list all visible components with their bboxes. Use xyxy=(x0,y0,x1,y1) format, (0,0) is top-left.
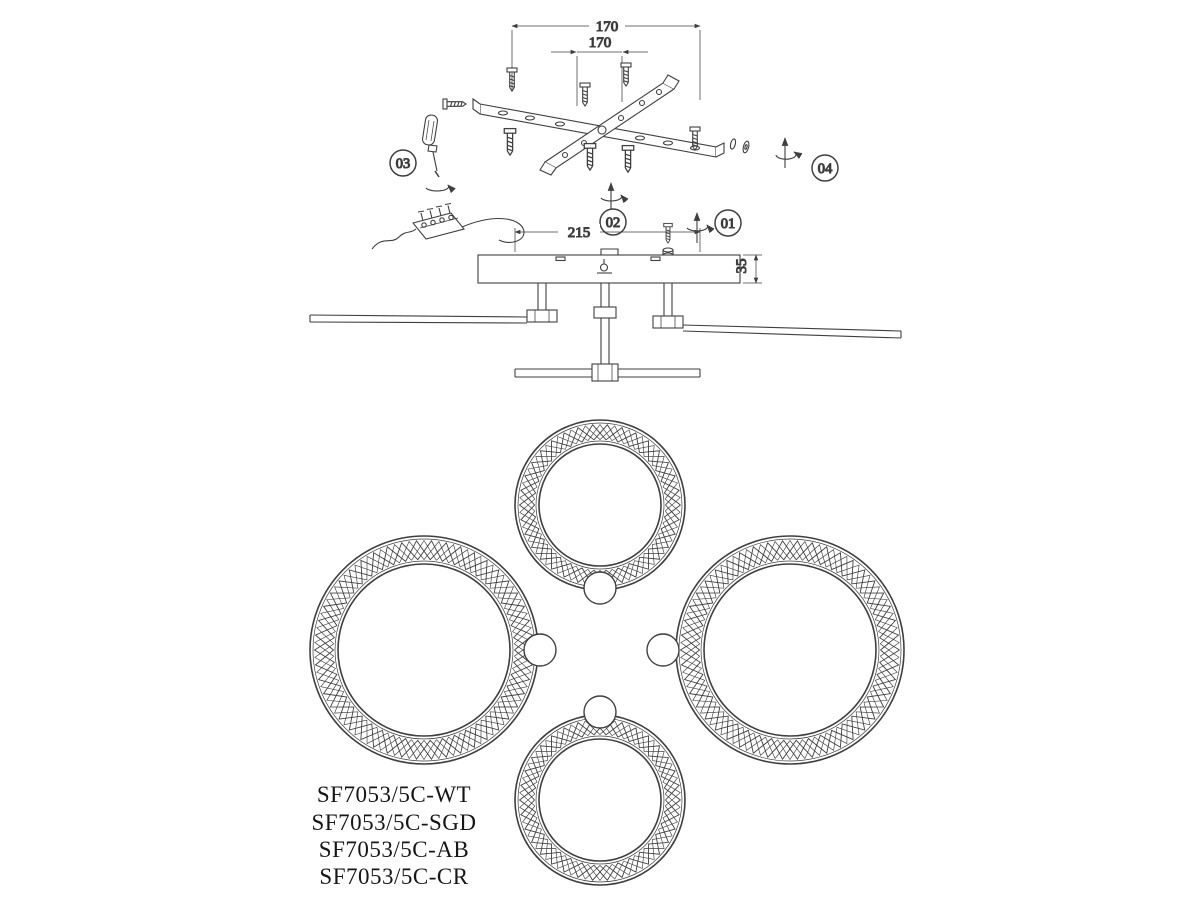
support-arms-side-view xyxy=(309,283,902,382)
model-code-cr: SF7053/5C-CR xyxy=(319,864,468,889)
step-label-02: 02 xyxy=(606,215,621,231)
rotate-arrow-04 xyxy=(775,137,803,168)
joint-ball-3 xyxy=(646,633,680,667)
step-badge-01: 01 xyxy=(714,209,742,237)
model-code-ab: SF7053/5C-AB xyxy=(319,837,469,862)
dim-label-170-outer: 170 xyxy=(596,19,619,35)
power-wire-left xyxy=(371,228,417,250)
dim-label-35: 35 xyxy=(734,259,750,274)
dimension-mount-span-inner: 170 xyxy=(551,34,648,106)
step-badge-02: 02 xyxy=(599,208,627,236)
step-label-03: 03 xyxy=(396,156,411,172)
fixture-top-view xyxy=(309,419,905,886)
step-badge-04: 04 xyxy=(811,154,839,182)
model-code-wt: SF7053/5C-WT xyxy=(317,782,471,807)
washers xyxy=(729,138,750,154)
locking-screw-and-nut xyxy=(662,222,674,258)
rotate-arrow-01 xyxy=(686,212,715,243)
screws-above-crossbar xyxy=(506,62,632,107)
step-label-04: 04 xyxy=(818,161,833,177)
ring-left-large xyxy=(309,535,539,765)
joint-ball-4 xyxy=(583,695,617,729)
joint-ball-2 xyxy=(523,633,557,667)
model-codes: SF7053/5C-WT SF7053/5C-SGD SF7053/5C-AB … xyxy=(312,782,477,889)
step-badge-03: 03 xyxy=(389,149,417,177)
ring-top-small xyxy=(514,419,686,591)
dimension-canopy-height: 35 xyxy=(733,254,762,284)
terminal-block xyxy=(412,202,465,240)
screwdriver xyxy=(421,114,456,194)
model-code-sgd: SF7053/5C-SGD xyxy=(312,810,477,835)
dim-label-170-inner: 170 xyxy=(589,35,612,51)
ring-right-large xyxy=(675,535,905,765)
assembly-exploded-view: 170 170 xyxy=(309,17,902,382)
dim-label-215: 215 xyxy=(568,225,591,241)
mounting-crossbar xyxy=(472,74,725,176)
canopy-plate xyxy=(477,248,741,284)
dimension-mount-span: 170 xyxy=(511,17,701,100)
joint-ball-1 xyxy=(583,571,617,605)
ring-bottom-small xyxy=(514,714,686,886)
dimension-canopy-length: 215 xyxy=(514,224,701,252)
side-screw xyxy=(442,98,467,110)
step-label-01: 01 xyxy=(721,216,736,232)
